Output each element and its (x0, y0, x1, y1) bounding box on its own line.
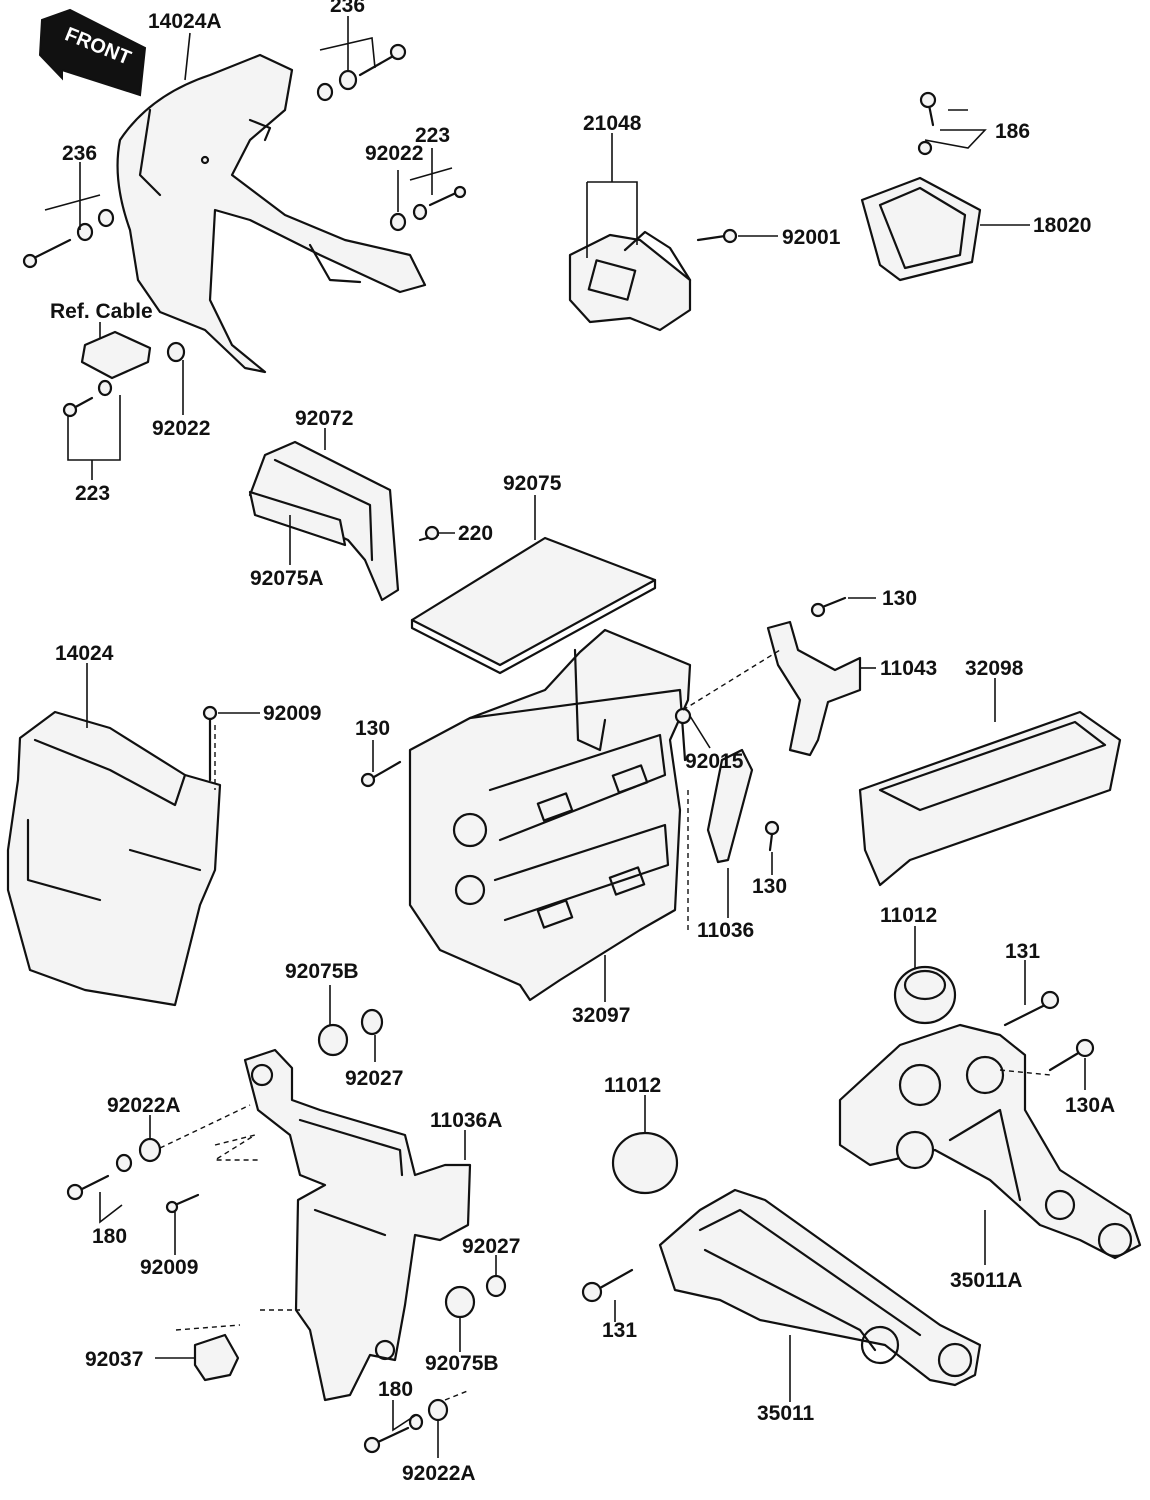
label-92009-bottom: 92009 (140, 1256, 198, 1279)
label-130-left: 130 (355, 717, 390, 740)
bracket-35011 (658, 1188, 982, 1387)
label-11036a: 11036A (430, 1109, 502, 1132)
label-ref-cable: Ref. Cable (50, 300, 153, 323)
battery-case-32097 (408, 628, 692, 1002)
label-35011a: 35011A (950, 1269, 1022, 1292)
label-186: 186 (995, 120, 1030, 143)
label-92075b-bottom: 92075B (425, 1352, 499, 1375)
label-92022-top: 92022 (365, 142, 423, 165)
bolt-130a (1048, 1038, 1095, 1072)
rear-fender-14024a (116, 53, 427, 374)
label-236-top: 236 (330, 0, 365, 17)
label-11012-right: 11012 (880, 904, 937, 927)
label-18020: 18020 (1033, 214, 1091, 237)
bolt-180-bottom (363, 1398, 449, 1454)
bolt-236-top (316, 43, 407, 102)
label-92072: 92072 (295, 407, 353, 430)
label-32097: 32097 (572, 1004, 630, 1027)
label-220: 220 (458, 522, 493, 545)
label-92022-left: 92022 (152, 417, 210, 440)
label-92075b-top: 92075B (285, 960, 359, 983)
label-180-bottom: 180 (378, 1378, 413, 1401)
label-130-top: 130 (882, 587, 917, 610)
label-14024a: 14024A (148, 10, 222, 33)
label-11043: 11043 (880, 657, 937, 680)
leader-lines (44, 16, 1086, 1458)
cover-14024 (6, 705, 222, 1007)
clip-92037 (193, 1333, 240, 1382)
label-180-left: 180 (92, 1225, 127, 1248)
tray-18020 (860, 91, 982, 282)
assembly-lines (159, 649, 1051, 1401)
bracket-35011a (838, 1023, 1142, 1260)
label-131-right: 131 (1005, 940, 1040, 963)
label-35011: 35011 (757, 1402, 815, 1425)
grommet-92075b-top (317, 1008, 384, 1057)
label-92027-top: 92027 (345, 1067, 403, 1090)
label-92037: 92037 (85, 1348, 143, 1371)
pad-92075 (410, 536, 657, 675)
label-92075: 92075 (503, 472, 562, 495)
label-92075a: 92075A (250, 567, 324, 590)
label-130a: 130A (1065, 1094, 1115, 1117)
label-14024: 14024 (55, 642, 114, 665)
label-11036: 11036 (697, 919, 754, 942)
washer-92022-top (389, 185, 467, 232)
grommet-92075b-bottom (444, 1274, 507, 1319)
nut-92015 (674, 707, 692, 725)
label-223-top: 223 (415, 124, 450, 147)
label-236-left: 236 (62, 142, 97, 165)
label-223-left: 223 (75, 482, 110, 505)
bolt-131-right (1003, 990, 1060, 1027)
bolt-130-left (360, 760, 402, 788)
bracket-21048 (568, 228, 738, 332)
label-11012-mid: 11012 (604, 1074, 661, 1097)
bolt-236-left (22, 208, 115, 269)
bolt-131-bottom (581, 1268, 634, 1303)
bracket-11036a (243, 1048, 472, 1402)
grommet-11012-right (893, 965, 957, 1025)
label-92009-top: 92009 (263, 702, 321, 725)
cable-clamp (62, 330, 186, 418)
cap-11012-mid (611, 1131, 679, 1195)
bracket-11043 (766, 596, 862, 757)
label-21048: 21048 (583, 112, 642, 135)
bracket-11036 (706, 748, 780, 864)
label-92022a-bottom: 92022A (402, 1462, 476, 1485)
label-92027-bottom: 92027 (462, 1235, 520, 1258)
bracket-92072 (248, 440, 440, 602)
washer-92022a-top (66, 1137, 162, 1201)
label-130-right: 130 (752, 875, 787, 898)
label-92022a-top: 92022A (107, 1094, 181, 1117)
label-92015: 92015 (685, 750, 744, 773)
front-arrow-icon: FRONT (38, 8, 147, 97)
part-labels: 14024A 236 236 92022 223 21048 92001 186… (50, 0, 1115, 1485)
label-131-bottom: 131 (602, 1319, 637, 1342)
tray-32098 (858, 710, 1122, 887)
label-92001: 92001 (782, 226, 841, 249)
label-32098: 32098 (965, 657, 1024, 680)
screw-92009-bottom (165, 1193, 200, 1214)
